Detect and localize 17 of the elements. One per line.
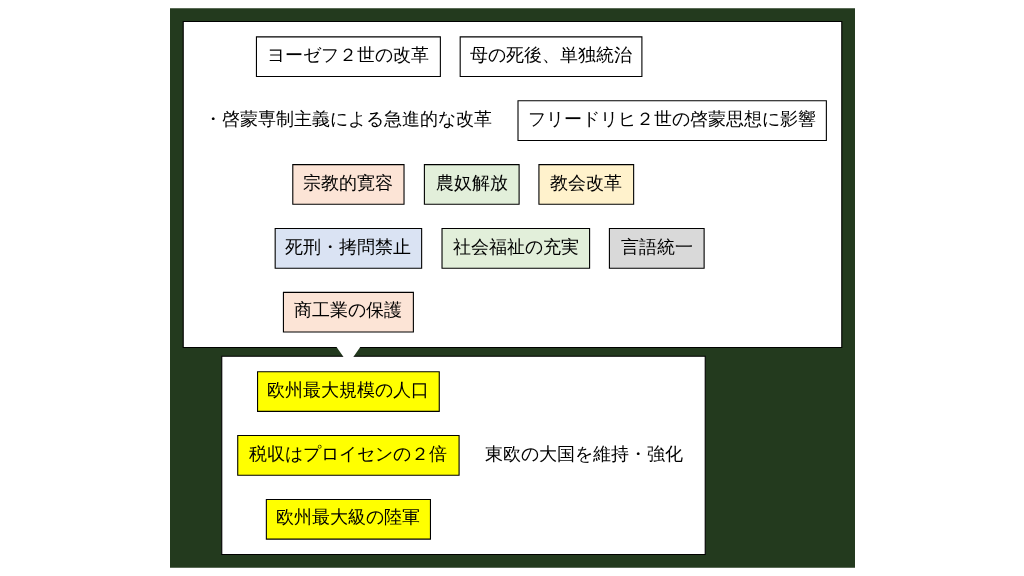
cluster — [220, 355, 706, 556]
node-box: 税収はプロイセンの２倍 — [236, 435, 460, 476]
node-box: 農奴解放 — [423, 164, 520, 205]
node-box: 社会福祉の充実 — [440, 228, 590, 269]
node-box: 宗教的寛容 — [291, 164, 405, 205]
node-box: ヨーゼフ２世の改革 — [255, 36, 441, 78]
node-box: 死刑・拷問禁止 — [274, 228, 422, 269]
node-box: 言語統一 — [608, 228, 705, 269]
node-box: 欧州最大級の陸軍 — [265, 498, 431, 540]
cluster — [182, 20, 842, 349]
node-box: 教会改革 — [537, 164, 634, 205]
node-box: 商工業の保護 — [282, 291, 414, 333]
node-box: 欧州最大規模の人口 — [256, 371, 440, 412]
node-box: フリードリヒ２世の啓蒙思想に影響 — [516, 100, 827, 141]
node-text: 東欧の大国を維持・強化 — [484, 443, 683, 464]
node-text: ・啓蒙専制主義による急進的な改革 — [203, 108, 492, 129]
node-box: 母の死後、単独統治 — [459, 36, 642, 78]
